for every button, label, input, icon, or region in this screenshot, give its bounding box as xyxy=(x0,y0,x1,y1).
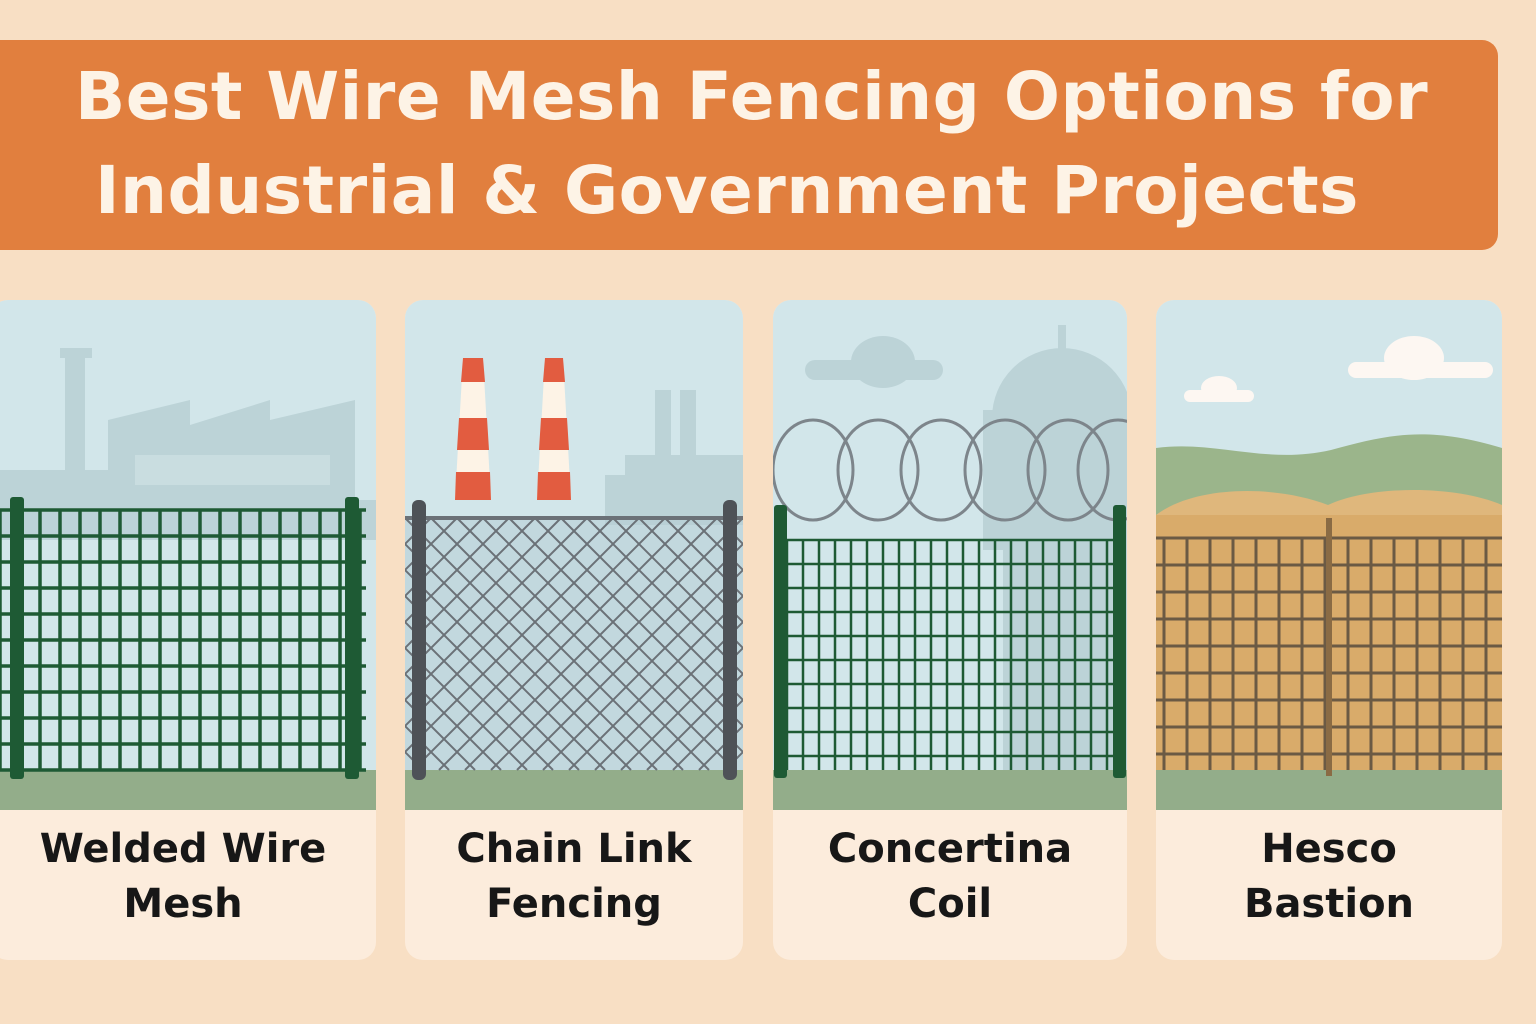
card-label-hesco-bastion: Hesco Bastion xyxy=(1156,822,1502,932)
card-label-chain-link-fencing: Chain Link Fencing xyxy=(405,822,743,932)
card-label-line-2: Coil xyxy=(907,881,993,927)
card-label-line-1: Welded Wire xyxy=(39,826,327,872)
page-title-line-1: Best Wire Mesh Fencing Options for xyxy=(75,58,1429,135)
card-label-line-2: Mesh xyxy=(123,881,243,927)
card-label-line-1: Hesco xyxy=(1261,826,1397,872)
concertina-coil-illustration xyxy=(773,300,1127,810)
page-title-line-2: Industrial & Government Projects xyxy=(95,152,1359,229)
fence-post-right xyxy=(723,500,737,780)
fence-post-left xyxy=(774,505,787,778)
smokestack-right xyxy=(537,358,571,500)
smokestack-left xyxy=(455,358,491,500)
card-label-line-2: Fencing xyxy=(486,881,662,927)
fence-post-left xyxy=(10,497,24,779)
hesco-bastion-illustration xyxy=(1156,300,1502,810)
clouds xyxy=(1184,336,1493,402)
card-label-line-1: Concertina xyxy=(827,826,1073,872)
fence-post-right xyxy=(345,497,359,779)
dome-building-silhouette xyxy=(983,325,1127,780)
fence-post-left xyxy=(412,500,426,780)
chain-link-illustration xyxy=(405,300,743,810)
card-label-welded-wire-mesh: Welded Wire Mesh xyxy=(0,822,376,932)
hesco-divider xyxy=(1326,518,1332,776)
card-label-line-1: Chain Link xyxy=(456,826,692,872)
cloud xyxy=(805,336,943,388)
card-label-line-2: Bastion xyxy=(1243,881,1415,927)
card-hesco-bastion: Hesco Bastion xyxy=(1156,300,1502,960)
card-welded-wire-mesh: Welded Wire Mesh xyxy=(0,300,376,960)
title-banner xyxy=(0,40,1498,250)
welded-wire-mesh-illustration xyxy=(0,300,376,810)
fence-post-right xyxy=(1113,505,1126,778)
card-concertina-coil: Concertina Coil xyxy=(773,300,1127,960)
card-chain-link-fencing: Chain Link Fencing xyxy=(405,300,743,960)
card-label-concertina-coil: Concertina Coil xyxy=(773,822,1127,932)
